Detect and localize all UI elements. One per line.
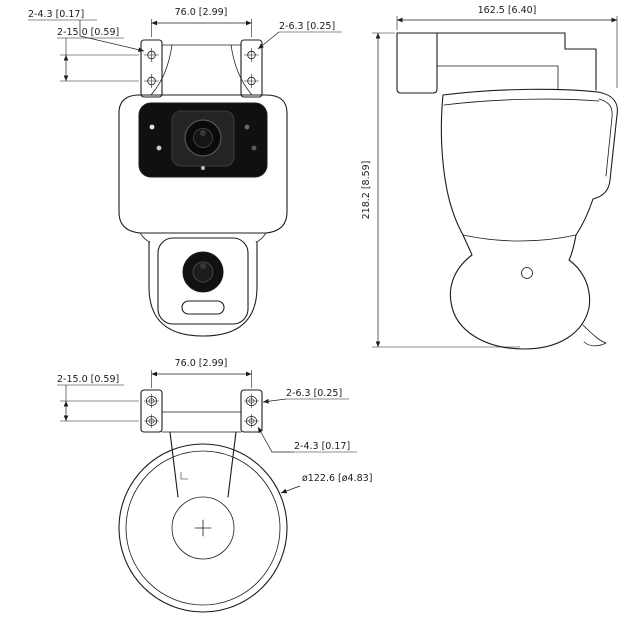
dim-label-bottom-holes-left: 2-15.0 [0.59] — [57, 374, 119, 385]
front-bracket — [140, 39, 263, 98]
front-lower-shell — [148, 241, 258, 337]
front-second-lens-highlight — [200, 263, 206, 269]
side-front-shield — [592, 91, 618, 200]
dim-side-depth: 162.5 [6.40] — [396, 5, 618, 88]
dim-label-bottom-holes-right-upper: 2-6.3 [0.25] — [286, 388, 342, 399]
dim-label-front-width: 76.0 [2.99] — [175, 7, 228, 18]
dim-side-height: 218.2 [8.59] — [361, 32, 520, 348]
dim-label-bottom-diameter: ø122.6 [ø4.83] — [302, 473, 372, 484]
side-front-shield-inner — [598, 98, 613, 177]
bottom-bracket-screw-holes — [144, 394, 259, 428]
bottom-arm-left-edge — [169, 431, 179, 498]
front-main-lens-inner — [193, 128, 213, 148]
bottom-base — [118, 431, 288, 613]
front-ir-leds — [149, 124, 257, 170]
side-bracket — [396, 32, 597, 94]
dim-label-front-holes-left: 2-15.0 [0.59] — [57, 27, 119, 38]
front-illuminator-pill — [181, 300, 225, 315]
dim-front-holes-left: 2-15.0 [0.59] — [57, 27, 139, 82]
front-bracket-right-tab — [240, 39, 263, 98]
dim-front-holes-right: 2-6.3 [0.25] — [257, 21, 342, 50]
side-reset-button — [521, 267, 533, 279]
bottom-center-cross — [194, 519, 212, 537]
side-body — [440, 88, 618, 242]
bottom-arm-notch — [180, 472, 188, 480]
dim-label-bottom-holes-right-lower: 2-4.3 [0.17] — [294, 441, 350, 452]
side-waist-seam — [462, 234, 577, 242]
dim-front-width: 76.0 [2.99] — [151, 7, 252, 37]
side-dome — [449, 234, 607, 350]
bottom-bracket-right-tab — [240, 389, 263, 433]
front-lens-highlight — [200, 130, 206, 136]
bottom-base-ring — [125, 450, 281, 606]
front-upper-body — [118, 94, 288, 234]
side-view: 162.5 [6.40] 218.2 [8.59] — [361, 5, 618, 350]
front-waist-right — [255, 232, 267, 243]
front-bracket-neck-left — [150, 44, 173, 96]
bottom-bracket — [140, 389, 263, 433]
dim-bottom-diameter: ø122.6 [ø4.83] — [280, 473, 372, 494]
dim-label-front-holes-right: 2-6.3 [0.25] — [279, 21, 335, 32]
dim-label-side-depth: 162.5 [6.40] — [478, 5, 537, 16]
side-dome-tail — [582, 324, 607, 347]
dim-label-side-height: 218.2 [8.59] — [361, 161, 372, 220]
dim-front-holes-top: 2-4.3 [0.17] — [28, 9, 145, 53]
front-waist-left — [139, 232, 151, 243]
dim-bottom-holes-left: 2-15.0 [0.59] — [57, 374, 139, 422]
front-bracket-left-tab — [140, 39, 163, 98]
bottom-base-hub — [171, 496, 235, 560]
front-bracket-neck-right — [230, 44, 253, 96]
bottom-bracket-left-tab — [140, 389, 163, 433]
bottom-arm-right-edge — [227, 431, 237, 498]
bottom-base-outer-circle — [118, 443, 288, 613]
front-view: 76.0 [2.99] 2-4.3 [0.17] 2-15.0 [0.59] 2… — [28, 7, 342, 337]
front-second-lens-inner — [192, 261, 214, 283]
front-bracket-screw-holes — [144, 48, 259, 88]
dim-bottom-holes-right-upper: 2-6.3 [0.25] — [262, 388, 349, 404]
front-lower-window — [157, 237, 249, 325]
bottom-view: 76.0 [2.99] 2-15.0 [0.59] 2-6.3 [0.25] 2… — [57, 358, 372, 613]
dim-label-bottom-width: 76.0 [2.99] — [175, 358, 228, 369]
dim-bottom-holes-right-lower: 2-4.3 [0.17] — [257, 426, 357, 453]
dim-bottom-width: 76.0 [2.99] — [151, 358, 252, 388]
front-lower-body — [139, 232, 267, 337]
dim-label-front-holes-top: 2-4.3 [0.17] — [28, 9, 84, 20]
